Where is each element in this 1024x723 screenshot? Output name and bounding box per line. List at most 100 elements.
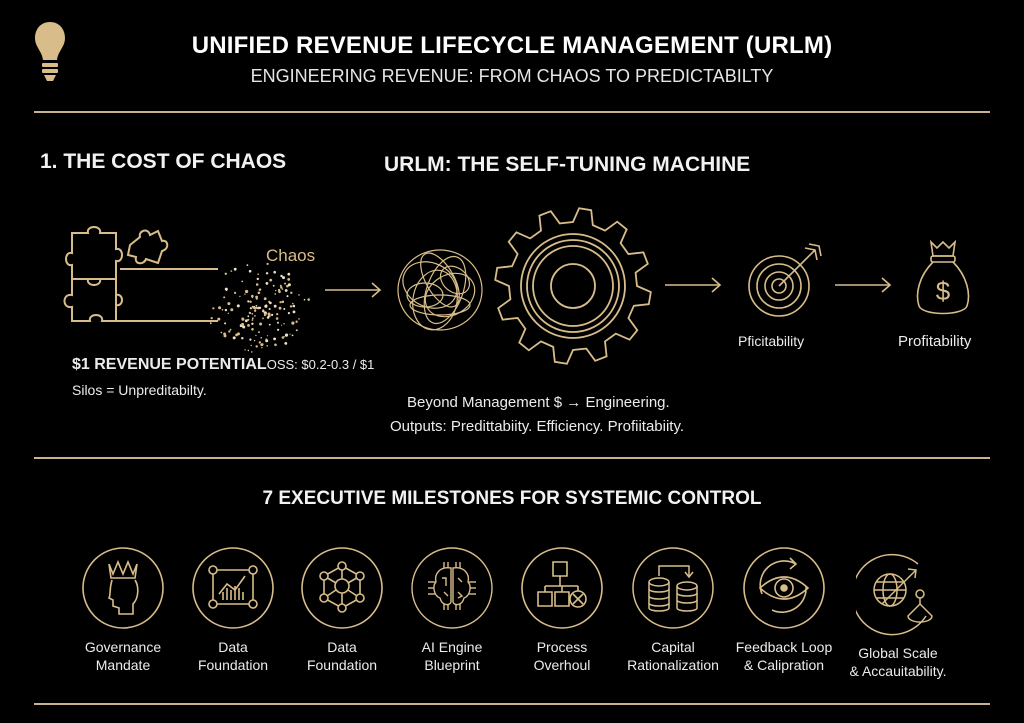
chaos-particle xyxy=(249,307,252,310)
chaos-particle xyxy=(255,334,257,337)
milestone-global-scale[interactable]: Global Scale & Accauitability. xyxy=(848,552,948,680)
chaos-particle xyxy=(307,298,310,301)
self-tuning-machine-heading: URLM: THE SELF-TUNING MACHINE xyxy=(384,153,751,176)
chaos-particle xyxy=(280,286,283,289)
chaos-particle xyxy=(269,301,272,305)
chaos-particle xyxy=(247,349,249,352)
chaos-particle xyxy=(239,295,241,298)
chaos-particle xyxy=(284,333,289,337)
machine-line-1: Beyond Management $ → Engineering. xyxy=(407,394,670,411)
chaos-particle xyxy=(265,338,268,341)
milestone-label-1: Global Scale xyxy=(858,645,938,661)
milestone-label-1: Capital xyxy=(651,639,695,655)
chaos-particle xyxy=(255,306,259,310)
chaos-particle xyxy=(251,322,254,325)
chaos-particle xyxy=(287,312,290,315)
chaos-particle xyxy=(261,343,264,346)
chaos-particle xyxy=(253,309,257,312)
chaos-particle xyxy=(220,331,223,334)
chaos-particle xyxy=(275,317,279,320)
chaos-particle xyxy=(247,300,250,303)
eye-cycle-icon xyxy=(742,546,826,630)
chaos-particle xyxy=(224,287,228,291)
chaos-particle xyxy=(272,284,275,287)
chaos-particle xyxy=(260,336,262,339)
chaos-particle xyxy=(257,291,261,295)
chaos-particle xyxy=(229,328,232,331)
milestone-label-2: & Calipration xyxy=(743,657,825,673)
chaos-particle xyxy=(273,337,276,341)
milestone-label-1: Feedback Loop xyxy=(735,639,833,655)
gear-outline xyxy=(495,208,651,364)
chaos-particle xyxy=(263,314,266,317)
chaos-particle xyxy=(266,345,268,347)
chaos-particle xyxy=(249,338,252,341)
chaos-particle xyxy=(274,293,276,295)
machine-line-2: Outputs: Predittabiity. Efficiency. Prof… xyxy=(390,418,685,435)
chaos-particle xyxy=(250,344,252,347)
chaos-particle xyxy=(289,333,291,335)
chaos-particle xyxy=(249,300,252,303)
gear-icon xyxy=(492,205,654,372)
chaos-particle xyxy=(289,305,293,308)
milestone-label-1: AI Engine xyxy=(421,639,483,655)
chaos-particle xyxy=(261,347,263,349)
chaos-particle xyxy=(255,283,259,286)
chaos-particle xyxy=(281,336,285,339)
footer-divider xyxy=(34,703,990,705)
chaos-particle xyxy=(251,351,253,353)
chaos-particle xyxy=(269,278,273,282)
chaos-particle xyxy=(292,310,296,314)
chaos-particle xyxy=(251,319,254,321)
chaos-particle xyxy=(281,300,285,304)
puzzle-icon xyxy=(58,225,238,335)
revenue-potential-label: $1 REVENUE POTENTIAL xyxy=(72,356,267,373)
arrow-icon xyxy=(665,277,723,298)
chaos-particle xyxy=(210,317,213,320)
chaos-particle xyxy=(258,331,260,333)
revenue-potential-row: $1 REVENUE POTENTIALOSS: $0.2-0.3 / $1 xyxy=(72,356,374,374)
chaos-particle xyxy=(227,302,231,306)
milestone-label-2: Mandate xyxy=(95,657,151,673)
chaos-particles xyxy=(210,262,310,353)
milestone-label-2: Foundation xyxy=(306,657,378,673)
milestone-feedback-loop[interactable]: Feedback Loop & Calipration xyxy=(734,546,834,674)
chaos-particle xyxy=(262,317,264,320)
chaos-particle xyxy=(263,297,267,301)
chaos-particle xyxy=(254,340,256,342)
chaos-particle xyxy=(303,298,306,301)
milestone-label-1: Process xyxy=(536,639,588,655)
chaos-particle xyxy=(279,284,282,287)
chaos-particle xyxy=(283,323,285,325)
chaos-particle xyxy=(275,289,277,292)
gear-ring xyxy=(521,234,625,338)
lightbulb-icon xyxy=(34,20,66,89)
chaos-particle xyxy=(268,307,271,311)
coin-stacks-icon xyxy=(631,546,715,630)
chaos-particle xyxy=(266,335,269,337)
chaos-particle xyxy=(224,308,228,312)
milestone-label-2: & Accauitability. xyxy=(849,663,947,679)
chaos-particle xyxy=(286,295,289,298)
arrow-icon xyxy=(835,277,893,298)
milestone-label-1: Governance xyxy=(84,639,162,655)
flowchart-icon xyxy=(520,546,604,630)
chaos-particle xyxy=(278,306,282,310)
globe-scale-icon xyxy=(856,552,940,636)
chaos-particle xyxy=(264,304,268,308)
chaos-particle xyxy=(247,315,250,318)
chaos-particle xyxy=(227,312,230,314)
chaos-particle xyxy=(247,318,250,321)
target-icon xyxy=(745,240,825,325)
chaos-particle xyxy=(287,278,291,281)
gear-ring xyxy=(533,246,613,326)
chaos-particle xyxy=(223,296,226,299)
milestone-label-2: Foundation xyxy=(197,657,269,673)
chaos-particle xyxy=(251,328,254,331)
